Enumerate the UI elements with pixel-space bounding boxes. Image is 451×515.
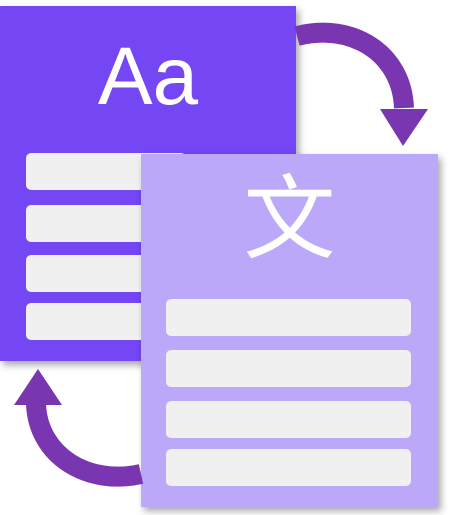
target-text-line <box>166 401 411 438</box>
curved-arrow-down-icon <box>294 22 428 146</box>
target-text-line <box>166 350 411 387</box>
target-language-glyph: 文 <box>243 166 336 273</box>
curved-arrow-up-icon <box>14 369 144 487</box>
target-text-line <box>166 449 411 486</box>
source-language-glyph: Aa <box>97 31 199 122</box>
target-text-line <box>166 299 411 336</box>
